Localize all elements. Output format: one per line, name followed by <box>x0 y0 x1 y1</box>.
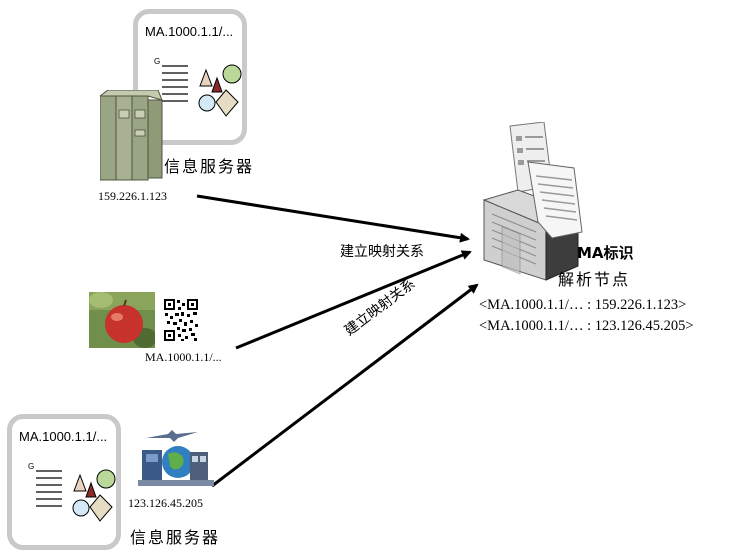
mapping-entry-1: <MA.1000.1.1/… : 159.226.1.123> <box>479 297 687 313</box>
resolver-server-icon <box>482 122 583 281</box>
top-card-title: MA.1000.1.1/... <box>145 24 234 39</box>
top-server-label: 信息服务器 <box>164 157 255 176</box>
arrow-product-to-resolver <box>235 250 472 350</box>
top-server-tower-icon <box>100 90 163 181</box>
qr-code-icon <box>163 298 199 342</box>
edge-label-top: 建立映射关系 <box>340 244 424 260</box>
bottom-server-document-card: MA.1000.1.1/... G <box>7 414 121 550</box>
top-card-document-icon: G <box>154 57 242 117</box>
bottom-card-title: MA.1000.1.1/... <box>19 429 108 444</box>
resolver-subtitle: 解析节点 <box>558 270 631 289</box>
bottom-card-glyph: G <box>28 462 34 471</box>
top-server-ip: 159.226.1.123 <box>98 189 167 203</box>
top-card-glyph: G <box>154 57 160 66</box>
mapping-entry-2: <MA.1000.1.1/… : 123.126.45.205> <box>479 318 694 334</box>
product-identifier: MA.1000.1.1/... <box>145 350 222 364</box>
bottom-server-label: 信息服务器 <box>130 528 221 547</box>
logistics-icon <box>138 430 214 486</box>
bottom-server-ip: 123.126.45.205 <box>128 496 203 510</box>
arrow-top-server-to-resolver <box>196 194 470 243</box>
arrow-bottom-server-to-resolver <box>211 283 479 488</box>
bottom-card-document-icon: G <box>28 462 116 522</box>
apple-photo <box>89 292 155 348</box>
resolver-title: MA标识 <box>577 244 634 262</box>
